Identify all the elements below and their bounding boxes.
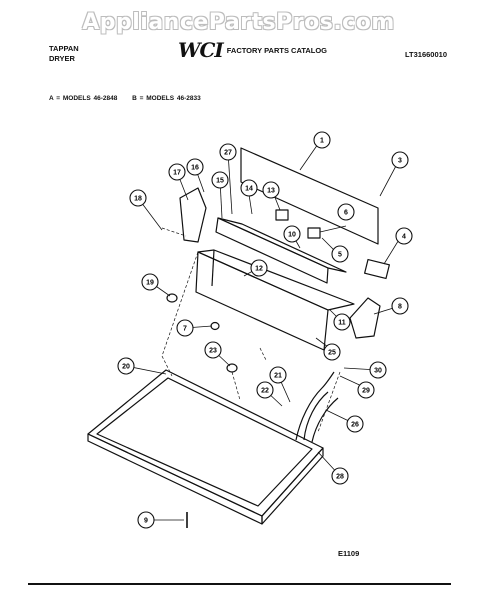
callout-label: 9: [144, 518, 148, 525]
catalog-number: LT31660010: [405, 50, 447, 59]
top-lid-inner: [96, 377, 313, 507]
callout-label: 16: [191, 165, 199, 172]
callout-12: 12: [250, 259, 268, 277]
catalog-title: FACTORY PARTS CATALOG: [226, 45, 328, 55]
callout-14: 14: [240, 179, 258, 197]
lamp-part: [226, 363, 238, 373]
callout-5: 5: [331, 245, 349, 263]
diagram-code: E1109: [338, 549, 360, 558]
callout-label: 6: [344, 210, 348, 217]
switch-part-6: [307, 227, 321, 239]
model-a-label: A = MODELS 46-2848: [49, 95, 118, 102]
callout-label: 29: [362, 388, 370, 395]
back-panel: [240, 147, 379, 245]
wire-harness-3: [311, 397, 339, 443]
right-end-cap: [349, 297, 381, 339]
callout-30: 30: [369, 361, 387, 379]
wire-harness-2: [303, 391, 329, 441]
callout-label: 19: [146, 280, 154, 287]
callout-18: 18: [129, 189, 147, 207]
console-back-face: [215, 217, 329, 284]
callout-17: 17: [168, 163, 186, 181]
brand-label: TAPPAN: [49, 44, 79, 53]
callout-13: 13: [262, 181, 280, 199]
callout-label: 18: [134, 196, 142, 203]
callout-29: 29: [357, 381, 375, 399]
bottom-rule: [28, 583, 451, 585]
wci-logo: WCI: [178, 38, 224, 62]
callout-20: 20: [117, 357, 135, 375]
callout-21: 21: [269, 366, 287, 384]
callout-15: 15: [211, 171, 229, 189]
callout-label: 27: [224, 150, 232, 157]
callout-label: 28: [336, 474, 344, 481]
callout-label: 15: [216, 178, 224, 185]
callout-label: 17: [173, 170, 181, 177]
callout-label: 4: [402, 234, 406, 241]
wire-harness: [295, 371, 335, 441]
brand-block: TAPPAN DRYER: [49, 44, 79, 64]
callout-label: 23: [209, 348, 217, 355]
callout-4: 4: [395, 227, 413, 245]
top-lid-outer: [87, 369, 324, 517]
callout-label: 26: [351, 422, 359, 429]
callout-label: 3: [398, 158, 402, 165]
callout-group: [125, 143, 401, 521]
callout-16: 16: [186, 158, 204, 176]
callout-label: 13: [267, 188, 275, 195]
callout-label: 10: [288, 232, 296, 239]
callout-label: 1: [320, 138, 324, 145]
callout-label: 11: [338, 320, 346, 327]
callout-label: 20: [122, 364, 130, 371]
left-end-cap: [179, 187, 207, 243]
callout-28: 28: [331, 467, 349, 485]
callout-label: 22: [261, 388, 269, 395]
callout-25: 25: [323, 343, 341, 361]
callout-22: 22: [256, 381, 274, 399]
knob-part: [166, 293, 178, 303]
callout-10: 10: [283, 225, 301, 243]
callout-8: 8: [391, 297, 409, 315]
callout-1: 1: [313, 131, 331, 149]
watermark: AppliancePartsPros.com: [82, 10, 395, 35]
callout-label: 5: [338, 252, 342, 259]
product-label: DRYER: [49, 54, 75, 63]
callout-19: 19: [141, 273, 159, 291]
callout-11: 11: [333, 313, 351, 331]
callout-label: 12: [255, 266, 263, 273]
callout-7: 7: [176, 319, 194, 337]
callout-label: 7: [183, 326, 187, 333]
callout-6: 6: [337, 203, 355, 221]
callout-23: 23: [204, 341, 222, 359]
console-front-edge: [211, 249, 215, 287]
callout-26: 26: [346, 415, 364, 433]
top-lid-side-edge: [261, 447, 324, 525]
model-legend: A = MODELS 46-2848 B = MODELS 46-2833: [49, 95, 213, 102]
callout-27: 27: [219, 143, 237, 161]
top-lid-front-edge: [87, 433, 263, 525]
callout-label: 25: [328, 350, 336, 357]
catalog-header: WCI FACTORY PARTS CATALOG: [178, 38, 327, 62]
callout-label: 21: [274, 373, 282, 380]
callout-3: 3: [391, 151, 409, 169]
callout-label: 30: [374, 368, 382, 375]
callout-label: 8: [398, 304, 402, 311]
callout-9: 9: [137, 511, 155, 529]
timer-part: [364, 258, 390, 280]
knob-part-7: [210, 321, 220, 331]
model-b-label: B = MODELS 46-2833: [132, 95, 201, 102]
callout-label: 14: [245, 186, 253, 193]
switch-part: [275, 209, 289, 221]
